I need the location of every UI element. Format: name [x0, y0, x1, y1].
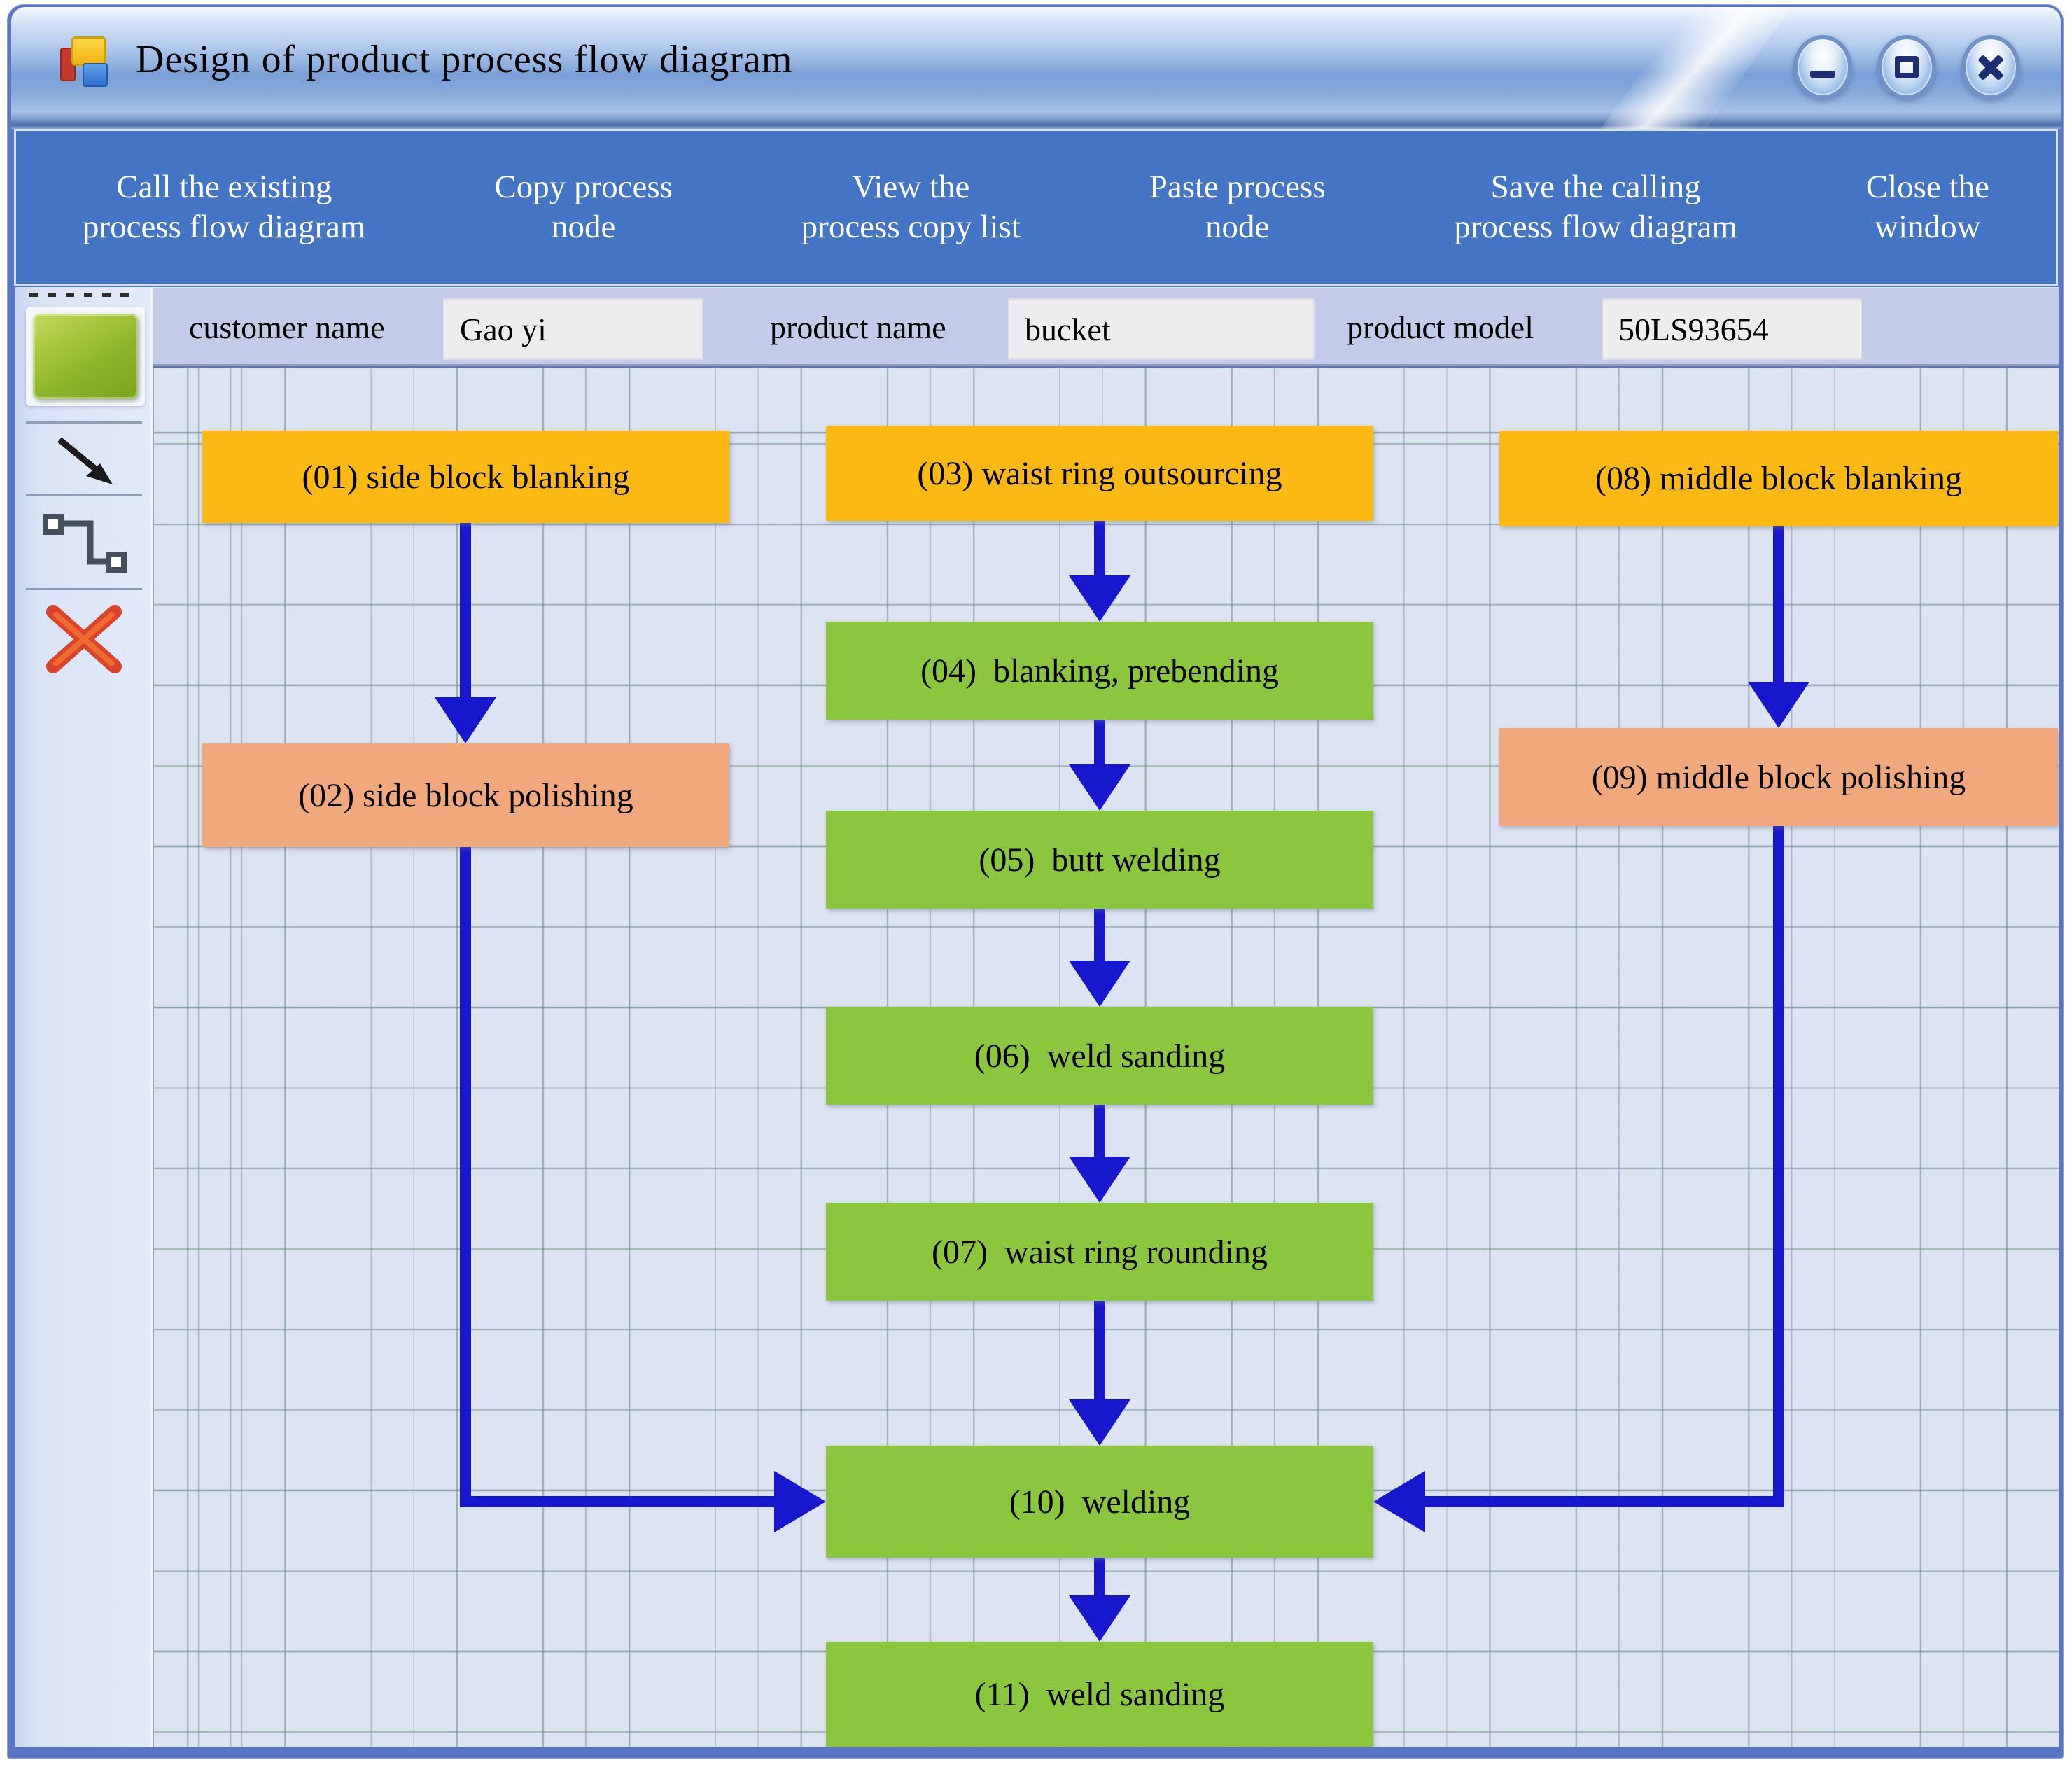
app-icon-yellow-part — [71, 36, 106, 66]
arrow-03-04 — [1094, 521, 1105, 575]
arrowhead-01-02 — [435, 697, 496, 743]
minimize-button[interactable] — [1793, 35, 1852, 99]
arrowhead-10-11 — [1069, 1595, 1130, 1642]
menu-item-view-copy-list[interactable]: View the process copy list — [802, 167, 1021, 248]
menu-item-label: Copy process — [494, 168, 673, 205]
process-node-08[interactable]: (08) middle block blanking — [1499, 431, 2058, 526]
titlebar-gloss — [1588, 7, 1802, 129]
process-node-04[interactable]: (04) blanking, prebending — [826, 622, 1373, 720]
connector-tool-button[interactable] — [40, 511, 128, 577]
toolbar-drag-grip[interactable] — [29, 293, 139, 297]
product-name-input[interactable] — [1008, 298, 1315, 360]
process-node-11[interactable]: (11) weld sanding — [826, 1642, 1373, 1747]
arrow-07-10 — [1094, 1301, 1105, 1399]
menu-item-call-existing-diagram[interactable]: Call the existing process flow diagram — [83, 167, 366, 248]
process-node-06[interactable]: (06) weld sanding — [826, 1007, 1373, 1105]
arrowhead-02-10 — [774, 1471, 826, 1532]
process-node-09[interactable]: (09) middle block polishing — [1499, 728, 2058, 826]
process-node-02[interactable]: (02) side block polishing — [202, 743, 729, 847]
arrow-08-09 — [1773, 526, 1784, 682]
arrowhead-08-09 — [1748, 682, 1809, 728]
product-info-bar: customer name product name product model — [153, 287, 2059, 366]
menu-item-label: process copy list — [801, 209, 1021, 245]
arrow-01-02 — [460, 523, 471, 697]
delete-x-icon — [46, 605, 122, 673]
toolbar-divider — [26, 494, 142, 496]
menu-item-label: Close the — [1865, 168, 1989, 205]
menu-item-label: node — [551, 209, 616, 245]
menu-bar: Call the existing process flow diagram C… — [14, 129, 2058, 286]
menu-item-label: node — [1205, 209, 1270, 245]
menu-item-paste-process-node[interactable]: Paste process node — [1149, 167, 1326, 248]
arrow-02-10-vertical — [460, 847, 471, 1507]
process-node-01[interactable]: (01) side block blanking — [202, 431, 729, 523]
menu-item-copy-process-node[interactable]: Copy process node — [494, 167, 673, 248]
menu-item-save-calling-diagram[interactable]: Save the calling process flow diagram — [1454, 167, 1737, 248]
window-controls — [1793, 35, 2020, 99]
rect-node-icon[interactable] — [33, 314, 138, 399]
toolbar-divider — [26, 588, 142, 590]
menu-item-close-window[interactable]: Close the window — [1866, 167, 1989, 248]
maximize-icon — [1895, 56, 1919, 78]
arrow-tool-button[interactable] — [54, 435, 117, 489]
arrow-05-06 — [1094, 909, 1105, 961]
menu-item-label: View the — [852, 168, 970, 205]
menu-item-label: window — [1875, 209, 1981, 245]
maximize-button[interactable] — [1877, 35, 1936, 99]
arrow-02-10-horizontal — [460, 1496, 774, 1507]
process-node-10[interactable]: (10) welding — [826, 1446, 1373, 1558]
product-model-label: product model — [1347, 309, 1534, 345]
arrow-09-10-horizontal — [1425, 1496, 1784, 1507]
customer-name-label: customer name — [189, 309, 385, 345]
connector-icon — [43, 514, 127, 573]
close-button[interactable] — [1961, 35, 2020, 99]
product-model-input[interactable] — [1602, 298, 1862, 360]
window-title: Design of product process flow diagram — [136, 38, 793, 81]
minimize-icon — [1810, 70, 1835, 78]
arrow-04-05 — [1094, 720, 1105, 764]
menu-item-label: process flow diagram — [83, 209, 366, 245]
menu-item-label: Paste process — [1149, 168, 1326, 205]
toolbar-divider — [26, 421, 142, 424]
arrow-09-10-vertical — [1773, 826, 1784, 1507]
process-node-03[interactable]: (03) waist ring outsourcing — [826, 426, 1373, 521]
arrow-06-07 — [1094, 1105, 1105, 1157]
arrow-10-11 — [1094, 1558, 1105, 1595]
app-icon-blue-part — [83, 63, 108, 87]
app-icon — [60, 35, 113, 92]
product-name-label: product name — [770, 309, 946, 345]
arrowhead-04-05 — [1069, 764, 1130, 811]
flow-diagram-canvas[interactable]: (01) side block blanking (02) side block… — [153, 368, 2059, 1747]
arrowhead-05-06 — [1069, 961, 1130, 1007]
process-node-05[interactable]: (05) butt welding — [826, 811, 1373, 909]
arrow-icon — [57, 437, 113, 484]
delete-tool-button[interactable] — [45, 603, 123, 675]
menu-item-label: Call the existing — [116, 168, 332, 205]
menu-item-label: process flow diagram — [1454, 209, 1737, 245]
title-bar: Design of product process flow diagram — [11, 7, 2061, 129]
customer-name-input[interactable] — [443, 298, 704, 360]
process-node-07[interactable]: (07) waist ring rounding — [826, 1203, 1373, 1301]
arrowhead-03-04 — [1069, 575, 1130, 622]
arrowhead-09-10 — [1373, 1471, 1425, 1532]
arrowhead-07-10 — [1069, 1399, 1130, 1446]
menu-item-label: Save the calling — [1490, 168, 1701, 205]
arrowhead-06-07 — [1069, 1157, 1130, 1203]
tool-sidebar — [15, 287, 153, 1747]
